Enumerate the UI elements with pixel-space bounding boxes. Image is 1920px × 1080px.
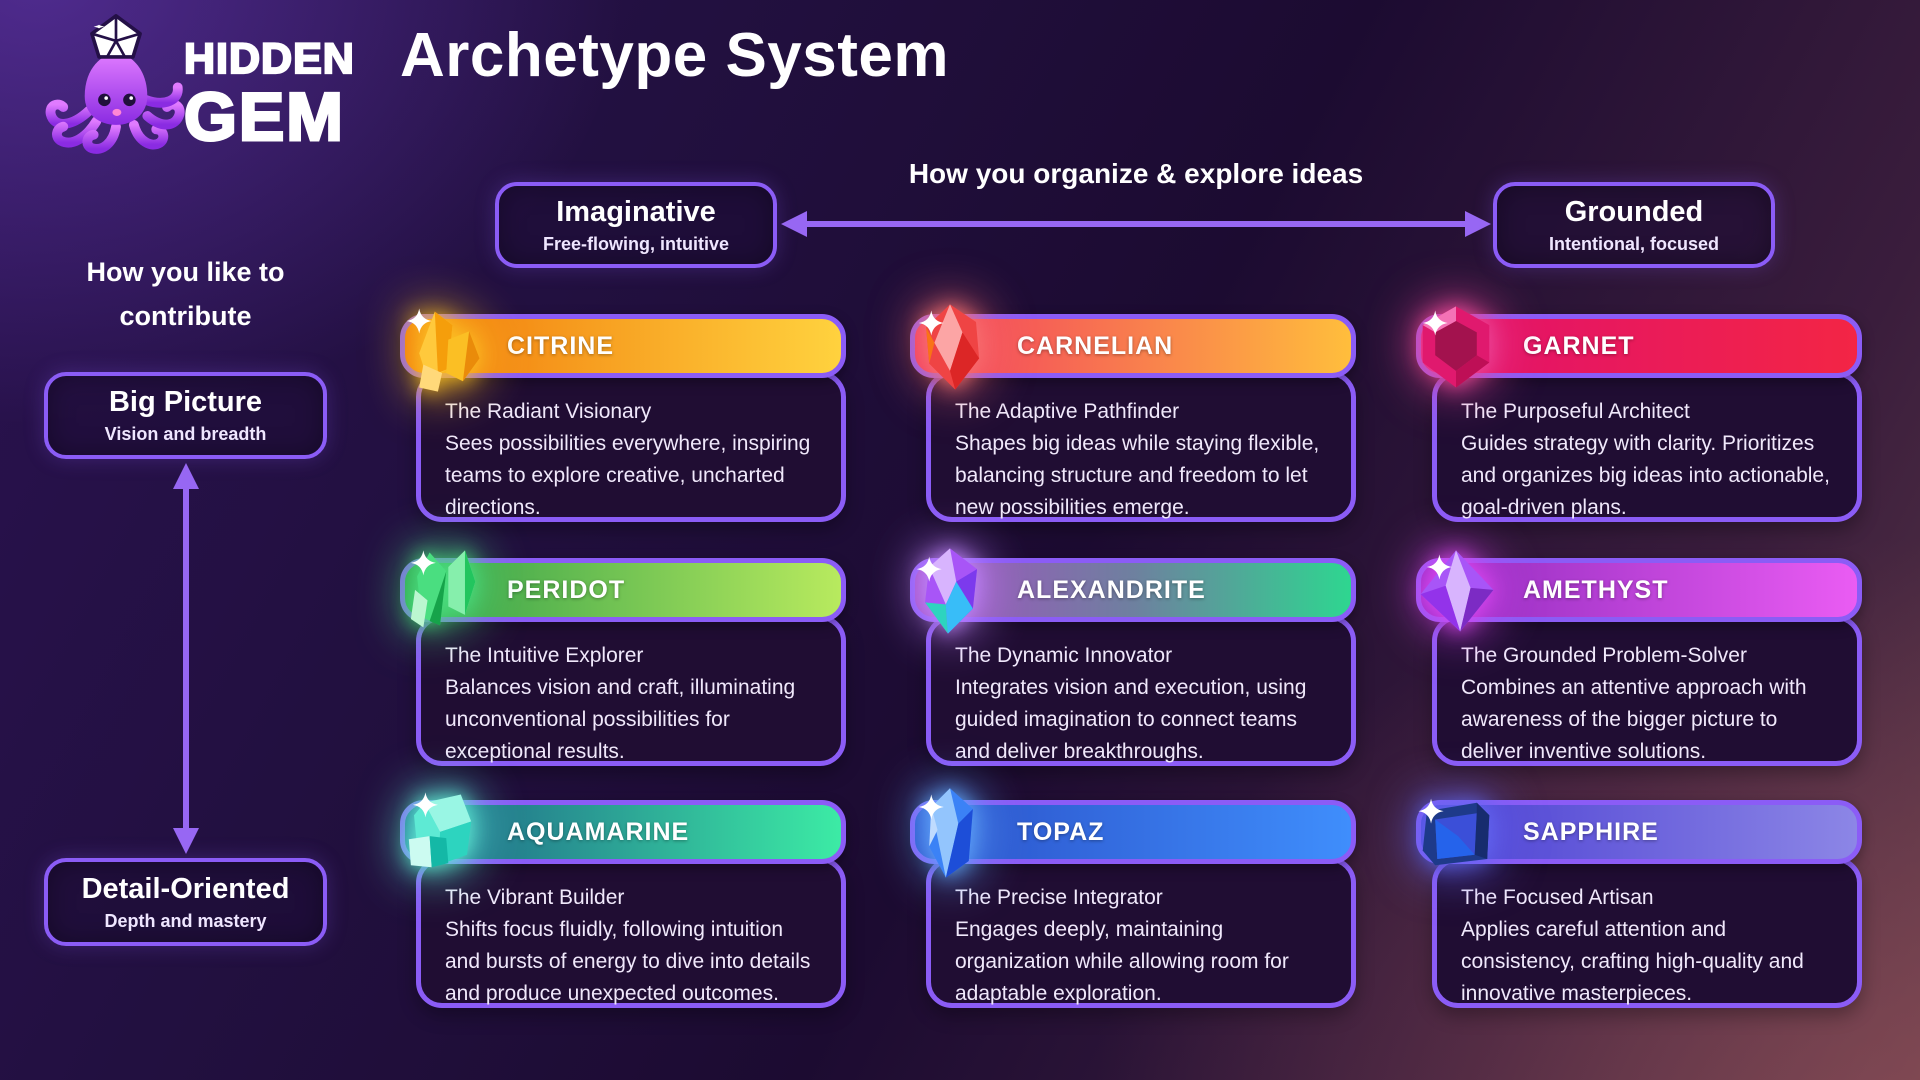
axis-pole-subtitle: Depth and mastery	[104, 910, 267, 931]
card-description: Engages deeply, maintaining organization…	[955, 918, 1289, 1005]
card-header: GARNET	[1416, 314, 1862, 378]
peridot-gem-icon	[388, 540, 492, 644]
card-role: The Purposeful Architect	[1461, 400, 1690, 423]
card-gem-name: AQUAMARINE	[507, 817, 690, 846]
card-description: Guides strategy with clarity. Prioritize…	[1461, 432, 1830, 519]
card-description: Applies careful attention and consistenc…	[1461, 918, 1804, 1005]
card-header: ALEXANDRITE	[910, 558, 1356, 622]
carnelian-gem-icon	[898, 296, 1002, 400]
card-description: Integrates vision and execution, using g…	[955, 676, 1307, 763]
axis-pole-title: Grounded	[1564, 195, 1704, 228]
axis-pole-subtitle: Intentional, focused	[1548, 233, 1719, 254]
horizontal-axis-arrow-icon	[781, 211, 1491, 237]
amethyst-gem-icon	[1404, 540, 1508, 644]
card-role: The Focused Artisan	[1461, 886, 1654, 909]
axis-pole-title: Imaginative	[556, 195, 716, 228]
card-header: TOPAZ	[910, 800, 1356, 864]
card-description: Combines an attentive approach with awar…	[1461, 676, 1807, 763]
card-role: The Dynamic Innovator	[955, 644, 1173, 667]
axis-pole-title: Big Picture	[108, 386, 263, 418]
citrine-gem-icon	[388, 296, 492, 400]
card-role: The Vibrant Builder	[445, 886, 625, 909]
card-header: CARNELIAN	[910, 314, 1356, 378]
card-description: Balances vision and craft, illuminating …	[445, 676, 796, 763]
card-gem-name: TOPAZ	[1017, 817, 1105, 846]
card-description: Shifts focus fluidly, following intuitio…	[445, 918, 811, 1005]
card-header: AQUAMARINE	[400, 800, 846, 864]
page-title: Archetype System	[400, 21, 950, 90]
card-gem-name: GARNET	[1523, 331, 1635, 360]
card-role: The Grounded Problem-Solver	[1461, 644, 1747, 667]
aquamarine-gem-icon	[388, 782, 492, 886]
alexandrite-gem-icon	[898, 540, 1002, 644]
card-role: The Adaptive Pathfinder	[955, 400, 1180, 423]
card-gem-name: PERIDOT	[507, 575, 626, 604]
topaz-gem-icon	[898, 782, 1002, 886]
axis-pole-big-picture: Big Picture Vision and breadth	[44, 372, 327, 459]
axis-pole-detail-oriented: Detail-Oriented Depth and mastery	[44, 858, 327, 946]
axis-pole-subtitle: Free-flowing, intuitive	[542, 233, 729, 254]
vertical-axis-label: How you like to contribute	[86, 257, 285, 331]
axis-pole-imaginative: Imaginative Free-flowing, intuitive	[495, 182, 777, 268]
card-role: The Intuitive Explorer	[445, 644, 644, 667]
octopus-gem-logo-icon	[45, 14, 185, 154]
card-description: Shapes big ideas while staying flexible,…	[955, 432, 1320, 519]
card-description: Sees possibilities everywhere, inspiring…	[445, 432, 811, 519]
axis-pole-grounded: Grounded Intentional, focused	[1493, 182, 1775, 268]
card-gem-name: AMETHYST	[1523, 575, 1669, 604]
axis-pole-title: Detail-Oriented	[81, 872, 290, 905]
logo-wordmark: HIDDEN GEM	[183, 35, 355, 155]
card-gem-name: CARNELIAN	[1017, 331, 1174, 360]
horizontal-axis-label: How you organize & explore ideas	[908, 158, 1364, 189]
card-header: SAPPHIRE	[1416, 800, 1862, 864]
vertical-axis-arrow-icon	[173, 463, 199, 854]
card-header: AMETHYST	[1416, 558, 1862, 622]
logo-word-hidden: HIDDEN	[183, 35, 355, 83]
card-gem-name: ALEXANDRITE	[1017, 575, 1206, 604]
card-role: The Radiant Visionary	[445, 400, 652, 423]
axis-pole-subtitle: Vision and breadth	[104, 424, 267, 444]
garnet-gem-icon	[1404, 296, 1508, 400]
logo-word-gem: GEM	[183, 79, 345, 155]
hidden-gem-logo: HIDDEN GEM	[40, 8, 355, 156]
sapphire-gem-icon	[1404, 782, 1508, 886]
card-role: The Precise Integrator	[955, 886, 1163, 909]
card-header: PERIDOT	[400, 558, 846, 622]
card-gem-name: SAPPHIRE	[1523, 817, 1659, 846]
card-gem-name: CITRINE	[507, 331, 614, 360]
